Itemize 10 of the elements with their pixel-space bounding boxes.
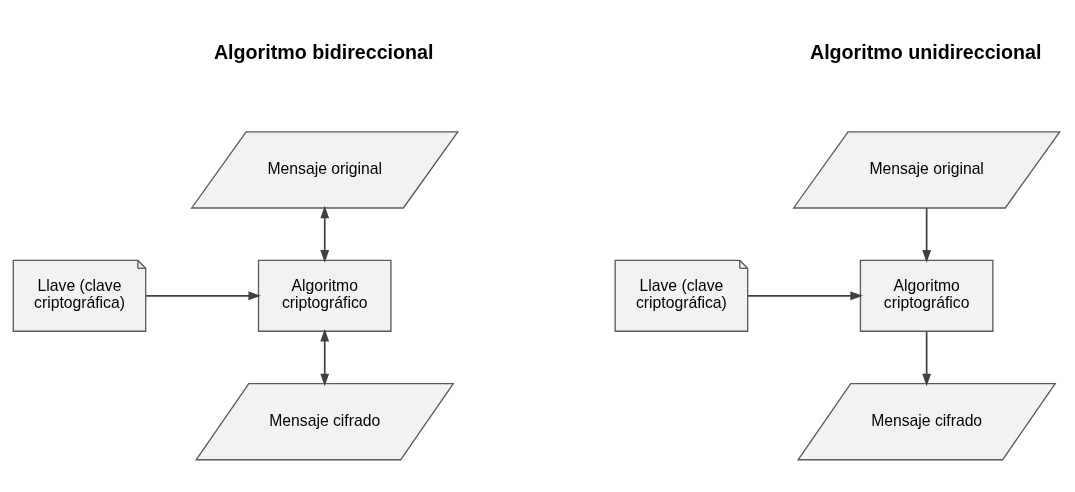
node-box: Algoritmo criptográfico xyxy=(257,259,392,332)
arrow xyxy=(320,328,330,387)
label: Algoritmo bidireccional xyxy=(213,41,434,64)
arrow xyxy=(922,330,932,387)
arrow xyxy=(145,291,261,301)
node-box: Algoritmo criptográfico xyxy=(859,259,994,332)
arrow xyxy=(922,207,932,263)
arrow xyxy=(747,291,863,301)
label: Algoritmo unidireccional xyxy=(809,41,1042,64)
arrow xyxy=(320,205,330,263)
